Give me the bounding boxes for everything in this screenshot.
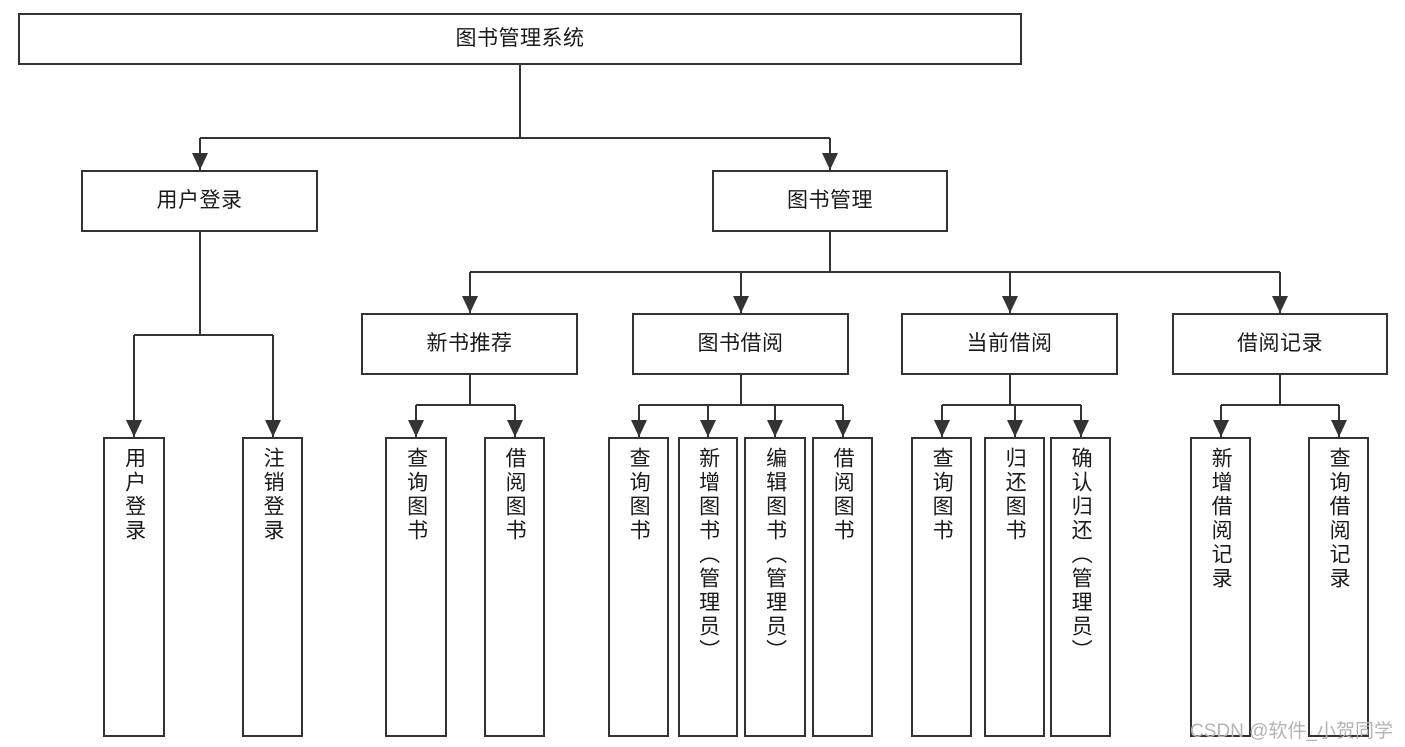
- node-level3-0[interactable]: 新书推荐: [361, 313, 578, 375]
- node-leaf-3[interactable]: 借阅图书: [484, 437, 545, 737]
- arrow-head-icon: [767, 420, 783, 437]
- node-leaf-11[interactable]: 新增借阅记录: [1190, 437, 1251, 737]
- node-leaf-5[interactable]: 新增图书（管理员）: [678, 437, 738, 737]
- node-leaf-4[interactable]: 查询图书: [608, 437, 669, 737]
- connector-branch-stem: [1279, 375, 1281, 405]
- connector-mgmt-stem: [829, 232, 831, 272]
- arrow-head-icon: [191, 153, 208, 170]
- arrow-head-icon: [700, 420, 716, 437]
- node-level2-0[interactable]: 用户登录: [81, 170, 318, 232]
- arrow-head-icon: [1072, 420, 1089, 437]
- node-leaf-0-label: 用户登录: [122, 447, 146, 543]
- node-leaf-2[interactable]: 查询图书: [385, 437, 447, 737]
- connector-mgmt-drop: [468, 272, 471, 313]
- node-level3-1-label: 图书借阅: [697, 331, 784, 355]
- arrow-head-icon: [822, 153, 838, 170]
- node-leaf-4-label: 查询图书: [627, 447, 651, 543]
- connector-branch-bus: [638, 404, 843, 406]
- arrow-head-icon: [126, 420, 142, 437]
- arrow-head-icon: [408, 420, 424, 437]
- node-level3-1[interactable]: 图书借阅: [632, 313, 849, 375]
- node-leaf-6[interactable]: 编辑图书（管理员）: [744, 437, 806, 737]
- node-leaf-12[interactable]: 查询借阅记录: [1308, 437, 1369, 737]
- node-leaf-6-label: 编辑图书（管理员）: [763, 447, 787, 663]
- connector-mgmt-drop: [1008, 272, 1011, 313]
- arrow-head-icon: [264, 420, 281, 437]
- arrow-head-icon: [1330, 420, 1347, 437]
- node-level3-3-label: 借阅记录: [1237, 331, 1323, 355]
- node-level3-2-label: 当前借阅: [966, 331, 1053, 355]
- node-leaf-7[interactable]: 借阅图书: [812, 437, 873, 737]
- connector-login-drop: [271, 335, 274, 437]
- node-root-book-management-system[interactable]: 图书管理系统: [18, 13, 1022, 65]
- arrow-head-icon: [834, 420, 851, 437]
- arrow-head-icon: [1006, 420, 1023, 437]
- connector-branch-bus: [1220, 404, 1339, 406]
- node-leaf-11-label: 新增借阅记录: [1209, 447, 1233, 591]
- node-level2-1[interactable]: 图书管理: [712, 170, 948, 232]
- node-level3-2[interactable]: 当前借阅: [901, 313, 1118, 375]
- connector-mgmt-drop: [739, 272, 742, 313]
- node-leaf-5-label: 新增图书（管理员）: [696, 447, 720, 663]
- connector-login-bus: [134, 334, 273, 336]
- node-leaf-9[interactable]: 归还图书: [984, 437, 1045, 737]
- connector-root-stem: [519, 65, 521, 138]
- node-leaf-7-label: 借阅图书: [831, 447, 855, 543]
- connector-branch-stem: [1008, 375, 1011, 405]
- node-leaf-8[interactable]: 查询图书: [911, 437, 972, 737]
- arrow-head-icon: [506, 420, 523, 437]
- node-leaf-1-label: 注销登录: [261, 447, 285, 543]
- node-leaf-10-label: 确认归还（管理员）: [1069, 447, 1093, 663]
- node-level2-1-label: 图书管理: [787, 188, 873, 212]
- connector-branch-stem: [468, 375, 471, 405]
- node-leaf-9-label: 归还图书: [1003, 447, 1027, 543]
- connector-branch-stem: [739, 375, 742, 405]
- node-leaf-2-label: 查询图书: [404, 447, 428, 543]
- node-leaf-8-label: 查询图书: [930, 447, 954, 543]
- node-level3-0-label: 新书推荐: [426, 331, 513, 355]
- arrow-head-icon: [1001, 296, 1018, 313]
- arrow-head-icon: [1212, 420, 1229, 437]
- connector-mgmt-drop: [1279, 272, 1281, 313]
- arrow-head-icon: [461, 296, 478, 313]
- connector-root-bus: [199, 137, 830, 139]
- node-leaf-3-label: 借阅图书: [503, 447, 527, 543]
- node-leaf-12-label: 查询借阅记录: [1327, 447, 1351, 591]
- arrow-head-icon: [1272, 296, 1288, 313]
- node-root-book-management-system-label: 图书管理系统: [455, 26, 585, 50]
- arrow-head-icon: [630, 420, 647, 437]
- node-leaf-10[interactable]: 确认归还（管理员）: [1050, 437, 1111, 737]
- connector-branch-bus: [941, 404, 1081, 406]
- node-leaf-0[interactable]: 用户登录: [103, 437, 165, 737]
- connector-branch-bus: [416, 404, 515, 406]
- node-level2-0-label: 用户登录: [156, 188, 243, 212]
- arrow-head-icon: [933, 420, 950, 437]
- connector-mgmt-bus: [469, 271, 1280, 273]
- connector-login-drop: [133, 335, 135, 437]
- arrow-head-icon: [732, 296, 749, 313]
- connector-login-stem: [198, 232, 201, 335]
- node-leaf-1[interactable]: 注销登录: [242, 437, 303, 737]
- node-level3-3[interactable]: 借阅记录: [1172, 313, 1388, 375]
